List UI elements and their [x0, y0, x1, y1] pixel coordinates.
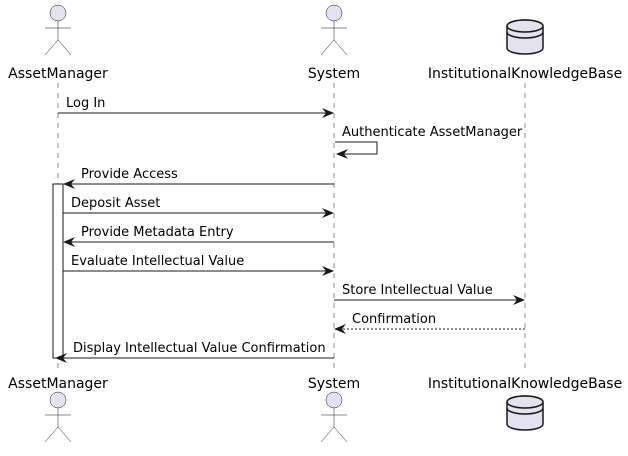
participant-bottom-asset-manager: AssetManager — [8, 376, 108, 443]
activation-bars — [52, 183, 64, 359]
actor-right-leg — [57, 426, 72, 443]
database-icon — [506, 19, 544, 55]
actor-left-leg — [44, 426, 59, 443]
actor-head — [325, 391, 343, 409]
actor-left-leg — [320, 426, 335, 443]
participant-label-top: AssetManager — [8, 66, 108, 82]
self-message-arrow — [335, 141, 378, 159]
message-label: Store Intellectual Value — [342, 283, 493, 298]
message-label: Provide Metadata Entry — [81, 225, 234, 240]
database-icon — [506, 395, 544, 431]
participant-label-bottom: InstitutionalKnowledgeBase — [428, 376, 622, 392]
actor-icon — [320, 4, 348, 56]
actor-head — [49, 391, 67, 409]
actor-icon — [320, 391, 348, 443]
message-label: Authenticate AssetManager — [342, 125, 523, 140]
participant-top-institutional-knowledge-base: InstitutionalKnowledgeBase — [428, 19, 622, 82]
message-9: Display Intellectual Value Confirmation — [55, 341, 334, 363]
participant-top-asset-manager: AssetManager — [8, 4, 108, 82]
actor-right-leg — [333, 39, 348, 56]
message-1: Log In — [58, 96, 334, 118]
message-6: Evaluate Intellectual Value — [63, 254, 334, 276]
message-label: Provide Access — [81, 167, 178, 182]
participant-label-top: InstitutionalKnowledgeBase — [428, 66, 622, 82]
database-top — [506, 19, 544, 33]
actor-icon — [44, 4, 72, 56]
participant-label-top: System — [308, 66, 360, 82]
message-5: Provide Metadata Entry — [63, 225, 334, 247]
message-label: Evaluate Intellectual Value — [71, 254, 244, 269]
actor-right-leg — [333, 426, 348, 443]
database-top — [506, 395, 544, 409]
activation-bar-asset-manager — [52, 183, 64, 359]
actor-left-leg — [320, 39, 335, 56]
participant-label-bottom: AssetManager — [8, 376, 108, 392]
actor-icon — [44, 391, 72, 443]
actor-right-leg — [57, 39, 72, 56]
message-2: Authenticate AssetManager — [335, 125, 523, 159]
message-4: Deposit Asset — [63, 196, 334, 218]
participants: AssetManagerAssetManagerSystemSystemInst… — [8, 4, 622, 443]
message-label: Confirmation — [352, 312, 436, 327]
participant-bottom-system: System — [308, 376, 360, 443]
message-3: Provide Access — [63, 167, 334, 189]
participant-top-system: System — [308, 4, 360, 82]
message-8: Confirmation — [334, 312, 525, 334]
actor-head — [325, 4, 343, 22]
message-label: Display Intellectual Value Confirmation — [73, 341, 326, 356]
participant-bottom-institutional-knowledge-base: InstitutionalKnowledgeBase — [428, 376, 622, 431]
message-label: Deposit Asset — [71, 196, 160, 211]
actor-head — [49, 4, 67, 22]
message-label: Log In — [66, 96, 105, 111]
database-rim — [506, 407, 544, 415]
actor-left-leg — [44, 39, 59, 56]
database-rim — [506, 31, 544, 39]
message-7: Store Intellectual Value — [334, 283, 525, 305]
participant-label-bottom: System — [308, 376, 360, 392]
